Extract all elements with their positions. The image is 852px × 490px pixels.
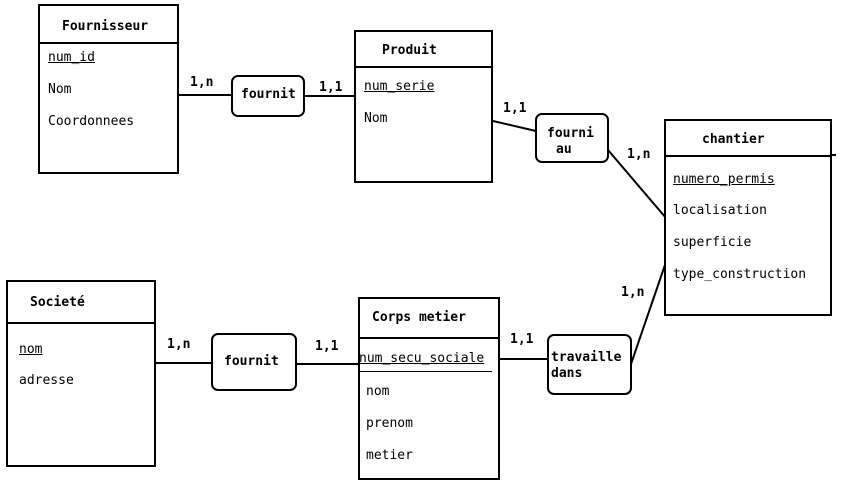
link-fourni-au-chantier [607,149,667,219]
relation-fournit-2: fournit [211,333,297,391]
relation-travaille-dans: travaille dans [547,334,632,395]
entity-title: Societé [8,282,154,324]
cardinality-fournit-produit: 1,1 [319,80,343,95]
attribute: metier [366,448,413,463]
relation-label-line1: fourni [547,126,594,141]
link-travaille-chantier [630,261,667,365]
entity-fournisseur: Fournisseur num_id Nom Coordonnees [38,4,179,174]
attribute: prenom [366,416,413,431]
cardinality-produit-fourni-au: 1,1 [503,101,527,116]
attribute: localisation [673,203,767,218]
attribute: adresse [19,373,74,388]
attribute-pk: num_id [48,50,95,65]
attribute-pk: nom [19,342,43,357]
relation-label-line2: au [556,142,572,157]
cardinality-fourni-au-chantier: 1,n [627,147,651,162]
link-produit-fourni-au [492,120,537,132]
attribute-pk: num_serie [364,79,435,94]
attribute: superficie [673,235,752,250]
cardinality-fournisseur-fournit: 1,n [190,75,214,90]
cardinality-corps-metier-travaille: 1,1 [510,332,534,347]
attribute-pk: numero_permis [673,172,775,187]
entity-corps-metier: Corps metier num_secu_sociale nom prenom… [358,297,500,480]
entity-title: Fournisseur [40,6,177,44]
attribute: Coordonnees [48,114,135,129]
entity-chantier: chantier numero_permis localisation supe… [664,119,832,316]
relation-label-line1: travaille [551,350,622,365]
entity-societe: Societé nom adresse [6,280,156,467]
relation-fourni-au: fourni au [535,113,609,163]
entity-title: Corps metier [360,299,498,339]
cardinality-fournit-corps-metier: 1,1 [315,339,339,354]
cardinality-societe-fournit: 1,n [167,337,191,352]
attribute: nom [366,384,390,399]
attribute-pk: num_secu_sociale [359,351,485,366]
entity-produit: Produit num_serie Nom [354,30,493,183]
relation-fournit-1: fournit [231,75,305,117]
relation-label: fournit [224,354,279,369]
attribute: Nom [364,111,388,126]
entity-title: chantier [666,121,830,157]
attribute: type_construction [673,267,807,282]
attribute: Nom [48,82,72,97]
cardinality-travaille-chantier: 1,n [621,285,645,300]
relation-label: fournit [241,87,296,102]
relation-label-line2: dans [551,366,583,381]
pk-separator [360,371,492,372]
entity-title: Produit [356,32,491,68]
